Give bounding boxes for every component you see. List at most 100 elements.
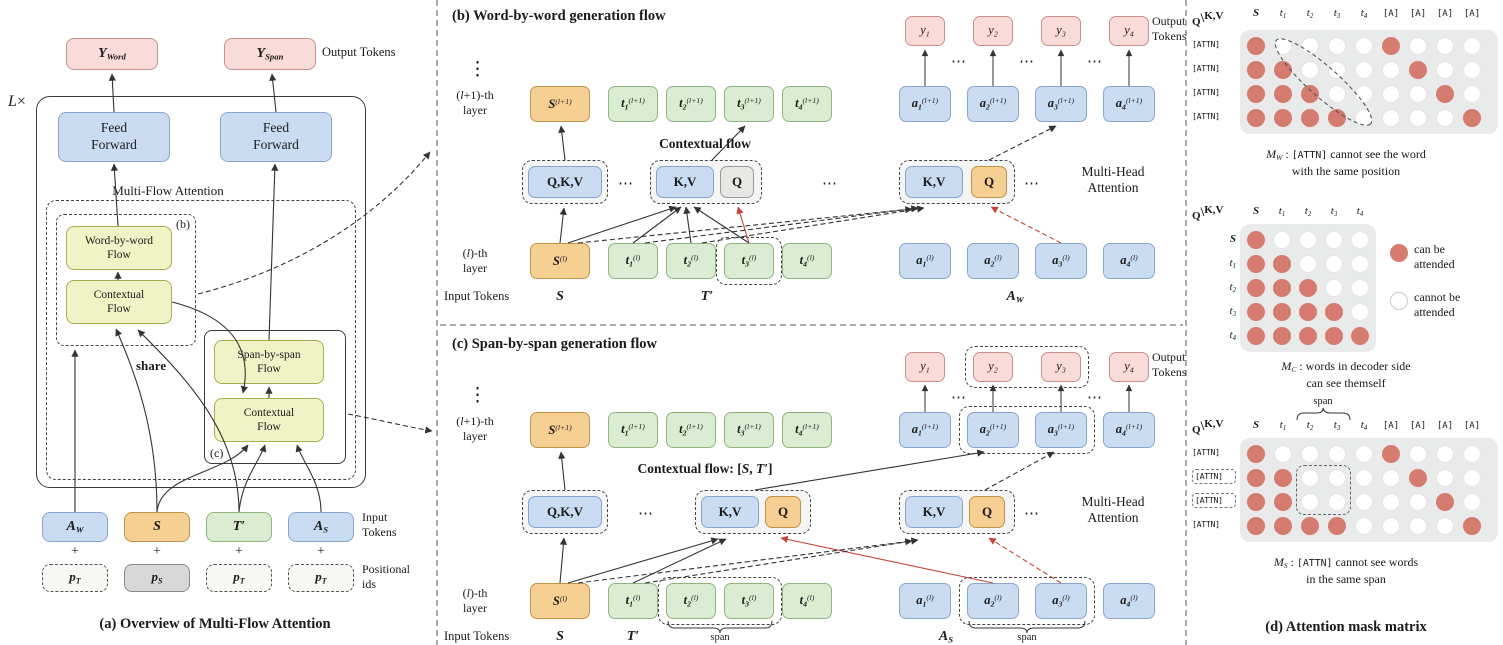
text-run: + [153, 544, 161, 559]
text-run: Q [1192, 424, 1201, 436]
caption-d: (d) Attention mask matrix [1196, 618, 1496, 638]
text-run: t [1306, 7, 1310, 19]
text-run: t [737, 95, 741, 110]
text-run: (l) [749, 253, 757, 263]
text-run: ⋮ [468, 59, 487, 80]
text-run: W [1276, 153, 1283, 163]
text-run: (l+1) [921, 96, 939, 106]
text-run: Tokens [1152, 364, 1187, 379]
matrix-col-header: t2 [1297, 8, 1323, 21]
not-attended-dot [1382, 493, 1400, 511]
text-run: t [683, 252, 688, 267]
text-run: × [16, 93, 26, 110]
text-run: a [1115, 421, 1122, 436]
text-run: (l+1) [1125, 96, 1143, 106]
connector-line [984, 451, 1055, 491]
text-run: Word [106, 51, 126, 62]
token-label: S(l) [553, 595, 567, 608]
token-box: S(l+1) [530, 86, 590, 122]
token-box: a2(l) [967, 583, 1019, 619]
text-run: 4 [798, 428, 803, 438]
attention-group-word-flow-b [899, 160, 1015, 204]
token-label: S(l) [553, 255, 567, 268]
attended-dot [1299, 279, 1317, 297]
text-run: +1)-th [463, 88, 494, 102]
attended-dot [1247, 109, 1265, 127]
text-run: 3 [1336, 425, 1341, 433]
text-run: 4 [798, 102, 803, 112]
text-run: a [984, 592, 991, 607]
text-run: [ATTN] [1296, 558, 1333, 569]
attended-dot [1273, 279, 1291, 297]
text-run: 2 [1309, 425, 1314, 433]
text-run: t [1279, 7, 1283, 19]
axis-corner-mc: Q\K,V [1192, 200, 1223, 224]
text-run: S [153, 519, 161, 535]
text-run: a [1120, 252, 1127, 267]
text-run: 3 [1053, 102, 1058, 112]
contextual-flow-label-c: Contextual flow: [S, T′] [585, 461, 825, 477]
positional-pt2-box: pT [206, 564, 272, 592]
text-run: (l) [1130, 253, 1138, 263]
text-run: (l+1) [921, 422, 939, 432]
text-run: ⋯ [951, 390, 967, 406]
connector-line [754, 449, 985, 491]
upper-hidden-row-b: S(l+1)t1(l+1)t2(l+1)t3(l+1)t4(l+1)a1(l+1… [0, 86, 1503, 122]
text-run: ids [362, 576, 377, 591]
q-box-span-1-c: Q [765, 496, 801, 528]
token-box: t2(l+1) [666, 86, 716, 122]
text-run: (c) [210, 446, 224, 460]
seq-label-t-b: T′ [692, 288, 722, 305]
text-run: (l+1) [802, 422, 819, 432]
attended-dot [1273, 303, 1291, 321]
text-run: Tokens [1152, 28, 1187, 43]
text-run: S [1283, 561, 1288, 571]
matrix-row-header: [ATTN] [1192, 519, 1236, 530]
text-run: S [158, 576, 163, 586]
text-run: a [984, 252, 991, 267]
text-run: t [1278, 205, 1282, 217]
matrix-col-header: t2 [1295, 206, 1321, 219]
text-run: Q [981, 503, 993, 519]
not-attended-dot [1355, 85, 1373, 103]
not-attended-dot [1299, 255, 1317, 273]
legend-dot-attended [1390, 244, 1408, 262]
text-run: t [1229, 329, 1233, 341]
connector-line [137, 329, 240, 513]
matrix-row-header: [ATTN] [1192, 493, 1236, 508]
text-run: 1 [922, 599, 927, 609]
not-attended-dot [1328, 469, 1346, 487]
qkv-box-b: Q,K,V [528, 166, 602, 198]
text-run: T [75, 576, 81, 586]
not-attended-dot [1355, 109, 1373, 127]
text-run: M [1273, 555, 1284, 569]
attended-dot [1328, 109, 1346, 127]
kv-box-contextual-b: K,V [656, 166, 714, 198]
token-box: t3(l) [724, 243, 774, 279]
connector-line [644, 205, 919, 244]
token-label: t1(l) [626, 254, 641, 268]
text-run: Output [1152, 14, 1186, 28]
text-run: \ [1200, 204, 1205, 219]
text-run: attended [1414, 256, 1455, 271]
text-run: ( [456, 414, 461, 428]
token-label: a1(l+1) [912, 97, 939, 111]
text-run: 2 [990, 599, 995, 609]
word-flow-group-outline [56, 214, 196, 346]
text-run: K,V [922, 173, 946, 189]
text-run: ⋯ [618, 176, 634, 192]
matrix-col-header: t3 [1321, 206, 1347, 219]
not-attended-dot [1436, 109, 1454, 127]
text-run: p [315, 569, 322, 585]
attended-dot [1247, 279, 1265, 297]
title-c: (c) Span-by-span generation flow [452, 336, 657, 353]
text-run: 3 [1058, 599, 1063, 609]
not-attended-dot [1301, 61, 1319, 79]
text-run: Q [731, 173, 743, 189]
text-run: t [1229, 281, 1233, 293]
title-b: (b) Word-by-word generation flow [452, 8, 666, 25]
